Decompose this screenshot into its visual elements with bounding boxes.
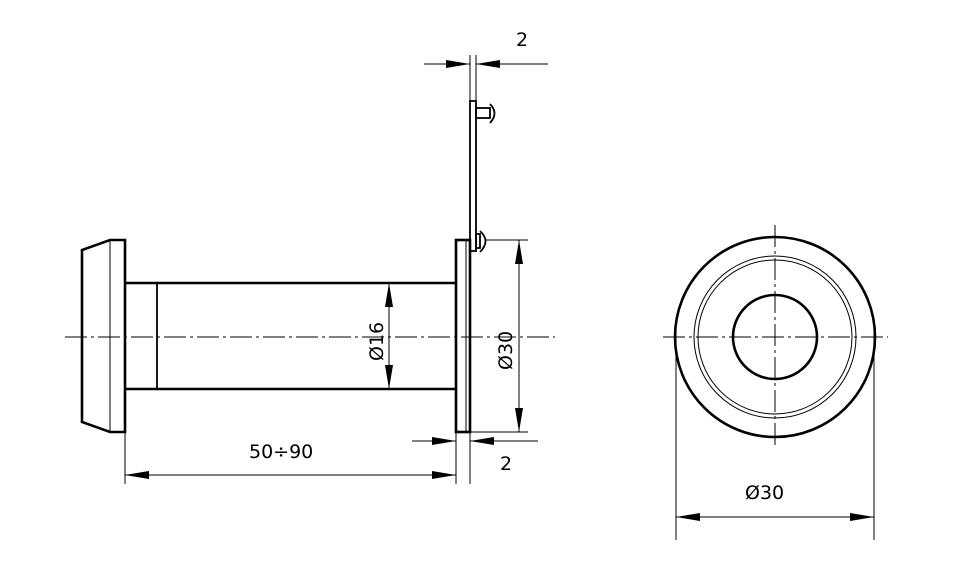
dim-label-2-bottom: 2 (500, 453, 512, 475)
dim-label-o16: Ø16 (366, 322, 388, 361)
arrow-head (470, 437, 494, 445)
dim-label-50-90: 50÷90 (249, 441, 313, 463)
arrow-head (676, 513, 700, 521)
arrow-head (446, 60, 470, 68)
arrow-head (432, 471, 456, 479)
dim-body-length: 50÷90 (124, 432, 457, 484)
eyepiece (80, 238, 127, 434)
arrow-head (476, 60, 500, 68)
arrow-head (515, 408, 523, 432)
dim-barrel-diameter: Ø16 (366, 283, 393, 389)
barrel (125, 281, 456, 391)
dim-label-o30-front: Ø30 (745, 482, 784, 504)
arrow-head (850, 513, 874, 521)
arrow-head (385, 283, 393, 307)
inner-rim-outer (693, 255, 857, 419)
arrow-head (432, 437, 456, 445)
side-view: 2 Ø16 Ø30 50÷90 (65, 29, 555, 484)
dim-label-o30-side: Ø30 (495, 331, 517, 370)
front-view: Ø30 (663, 225, 888, 540)
dim-plate-diameter-front: Ø30 (675, 330, 875, 540)
arrow-head (515, 240, 523, 264)
dim-plate-diameter-side: Ø30 (470, 239, 528, 433)
dim-label-2-top: 2 (516, 29, 528, 51)
lens-circle (731, 293, 819, 381)
arrow-head (385, 365, 393, 389)
inner-rim-inner (697, 259, 853, 415)
outer-rim (673, 235, 877, 439)
cover-plate (469, 100, 496, 253)
flange-plate (454, 238, 472, 434)
dim-plate-thickness-top: 2 (424, 29, 548, 101)
dim-plate-thickness-bottom: 2 (412, 432, 538, 484)
arrow-head (125, 471, 149, 479)
